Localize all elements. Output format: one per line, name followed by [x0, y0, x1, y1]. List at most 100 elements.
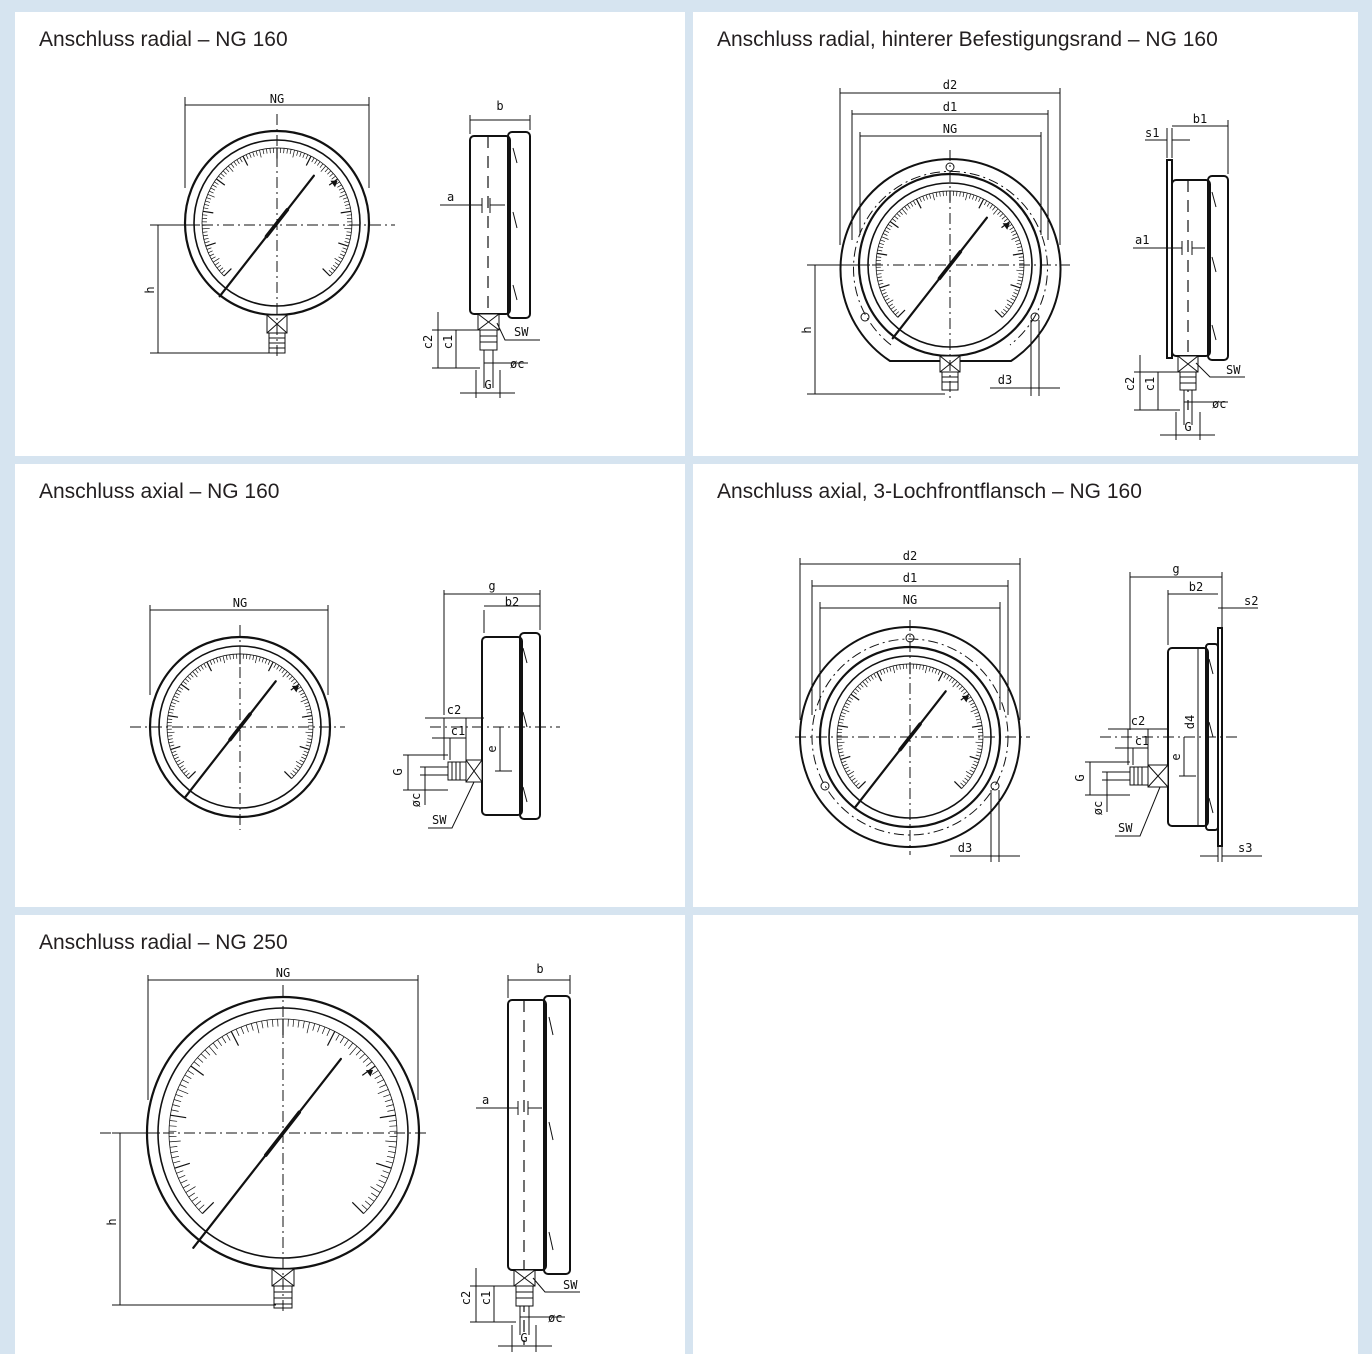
dial-tick	[332, 264, 338, 269]
dial-tick	[322, 268, 331, 277]
dial-tick	[306, 711, 312, 714]
dial-tick	[212, 184, 217, 188]
dial-tick	[317, 161, 321, 166]
dial-tick	[344, 1039, 349, 1047]
dial-tick	[977, 728, 983, 730]
dial-tick	[254, 655, 258, 664]
axial-ng160-drawing: NG g b2 c2 c1 e	[130, 579, 560, 830]
dial-tick	[290, 772, 295, 777]
dim-g-length	[443, 590, 541, 715]
dim-c2	[1108, 728, 1168, 765]
label-d1: d1	[903, 571, 917, 585]
dial-tick	[876, 671, 883, 682]
dial-tick	[876, 269, 884, 272]
dial-tick	[840, 755, 851, 761]
dial-tick	[1006, 299, 1014, 304]
dial-tick	[208, 1046, 217, 1056]
dial-tick	[266, 1020, 269, 1028]
dial-tick	[881, 292, 887, 295]
label-ng: NG	[233, 596, 247, 610]
dim-ng	[184, 97, 370, 188]
dial-tick	[928, 666, 931, 672]
dim-c	[432, 312, 480, 369]
label-b1: b1	[1193, 112, 1207, 126]
dial-tick	[915, 198, 922, 209]
label-c1: c1	[441, 335, 455, 349]
dial-tick	[172, 1160, 181, 1164]
dial-tick	[282, 671, 288, 678]
dial-tick	[314, 159, 318, 164]
front-view: NG h	[100, 966, 430, 1312]
dial-tick	[847, 771, 855, 776]
dial-tick	[221, 1036, 227, 1044]
dim-g	[460, 370, 515, 398]
dial-tick	[177, 689, 182, 693]
dim-ng	[859, 132, 1042, 235]
dial-tick	[222, 655, 226, 664]
dial-tick	[203, 207, 209, 210]
dial-tick	[299, 745, 310, 751]
label-phic: øc	[1091, 801, 1105, 815]
side-view: s1 b1 a1 SW c2 c1 øc G	[1123, 112, 1245, 440]
dial-tick	[206, 661, 213, 672]
label-g: G	[520, 1331, 527, 1345]
dim-a	[440, 198, 505, 213]
dial-tick	[192, 671, 198, 678]
marker-triangle	[961, 695, 969, 703]
dial-tick	[174, 1162, 190, 1169]
leader-sw	[428, 781, 475, 829]
dial-tick	[340, 190, 346, 194]
case-body	[481, 636, 523, 816]
dial-tick	[335, 181, 340, 185]
dial-tick	[228, 165, 234, 172]
dial-tick	[1018, 256, 1024, 258]
dim-e	[495, 727, 512, 772]
label-ng: NG	[903, 593, 917, 607]
dial-tick	[233, 161, 237, 166]
dial-tick	[841, 711, 846, 715]
axial-front-flange-drawing: d2 d1 NG d3 g b2 s2 d4	[795, 549, 1262, 862]
dial-tick	[206, 197, 212, 200]
label-d4: d4	[1183, 715, 1197, 729]
mounting-hole	[820, 781, 830, 791]
dial-tick	[867, 677, 872, 682]
dial-tick	[267, 660, 271, 665]
dial-tick	[948, 677, 953, 682]
dial-tick	[349, 1046, 358, 1056]
dial-tick	[386, 1155, 395, 1159]
dial-tick	[299, 151, 302, 157]
dial-tick	[346, 214, 352, 216]
dial-tick	[173, 695, 179, 699]
label-ng: NG	[270, 92, 284, 106]
dial-tick	[178, 686, 184, 690]
dial-tick	[880, 289, 886, 292]
front-view: d2 d1 NG h d3	[800, 78, 1070, 402]
dial-tick	[334, 262, 340, 266]
dim-d3	[950, 790, 1020, 862]
dial-tick	[319, 163, 324, 168]
dial-tick	[202, 231, 208, 233]
dial-tick	[849, 775, 854, 779]
case-body	[1171, 179, 1211, 357]
dial-tick	[259, 150, 262, 158]
dial-tick	[974, 711, 979, 715]
dial-tick	[1011, 236, 1019, 240]
dial-tick	[216, 264, 222, 269]
dial-tick	[870, 675, 874, 680]
dial-tick	[879, 242, 885, 246]
dim-d1	[851, 110, 1049, 240]
dial-tick	[202, 227, 210, 230]
dial-tick	[386, 1104, 394, 1107]
dial-tick	[383, 1094, 391, 1098]
dial-tick	[208, 190, 214, 194]
marker-triangle	[291, 685, 299, 693]
dial-tick	[843, 705, 849, 709]
label-d3: d3	[998, 373, 1012, 387]
dial-tick	[992, 206, 996, 211]
dial-tick	[899, 210, 903, 215]
dial-tick	[371, 1070, 379, 1075]
dial-tick	[300, 698, 308, 703]
side-view: b a SW c2 c1 øc G	[459, 962, 580, 1352]
dial-tick	[929, 193, 932, 199]
dial-tick	[281, 669, 285, 674]
